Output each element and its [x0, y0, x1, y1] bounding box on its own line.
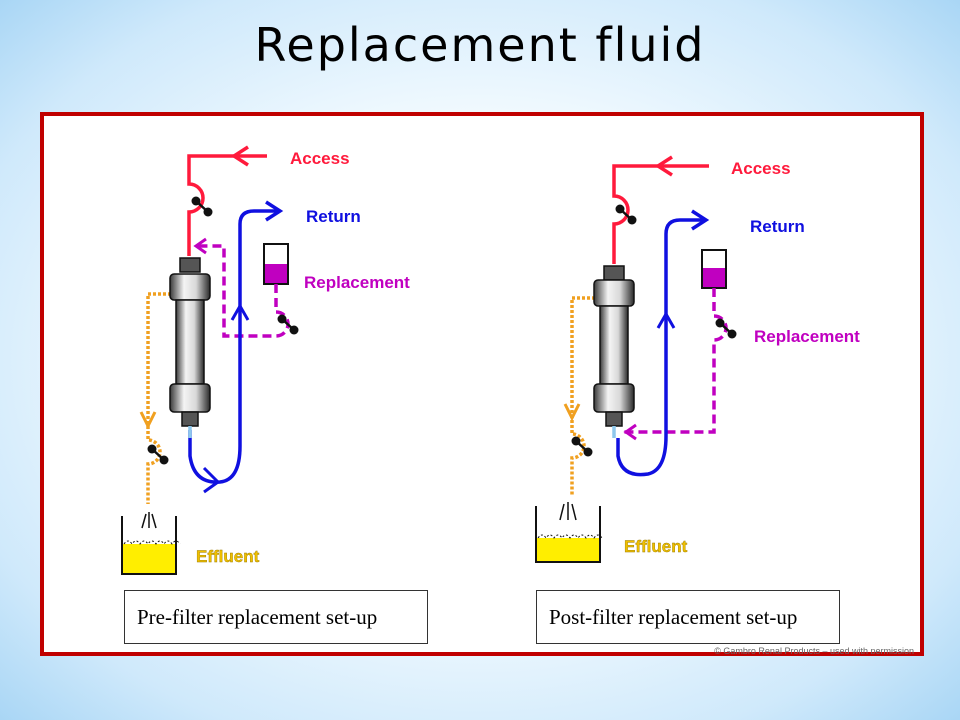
post-return-up-arrow — [656, 310, 676, 329]
post-replacement-arrow — [623, 423, 637, 441]
post-access-label: Access — [731, 159, 791, 178]
slide-title: Replacement fluid — [254, 18, 706, 72]
pre-effluent-label: Effluent — [196, 547, 260, 566]
post-return-arrow — [691, 209, 710, 231]
post-replacement-label: Replacement — [754, 327, 860, 346]
pre-access-line — [187, 154, 267, 256]
crrt-diagram: Access Replacement Return — [121, 145, 860, 575]
pre-effluent-container-icon — [121, 512, 181, 575]
pre-replacement-arrow — [193, 237, 207, 255]
post-filter-caption-text: Post-filter replacement set-up — [549, 604, 798, 629]
post-replacement-line — [624, 288, 728, 434]
post-replacement-pump-icon — [715, 318, 737, 339]
post-effluent-arrow — [563, 403, 581, 422]
pre-return-arrow — [265, 200, 284, 222]
pre-filter-caption: Pre-filter replacement set-up — [124, 590, 428, 644]
diagram-panel: Access Replacement Return — [40, 112, 924, 656]
pre-replacement-label: Replacement — [304, 273, 410, 292]
pre-filter-diagram: Access Replacement Return — [121, 145, 410, 575]
pre-filter-cartridge-icon — [169, 257, 211, 438]
copyright-note: © Gambro Renal Products – used with perm… — [714, 646, 914, 654]
post-effluent-line — [570, 296, 600, 496]
pre-effluent-pump-icon — [147, 444, 169, 465]
post-replacement-bag-icon — [701, 249, 727, 289]
post-effluent-label: Effluent — [624, 537, 688, 556]
pre-return-label: Return — [306, 207, 361, 226]
pre-return-up-arrow — [230, 302, 250, 321]
post-filter-cartridge-icon — [593, 265, 635, 438]
pre-access-arrow — [230, 145, 249, 167]
pre-access-label: Access — [290, 149, 350, 168]
pre-replacement-bag-icon — [263, 243, 289, 285]
pre-return-bottom-arrow — [202, 466, 221, 494]
pre-return-line — [188, 209, 280, 484]
post-filter-diagram: Access Replacement Return — [535, 155, 860, 563]
pre-effluent-arrow — [139, 411, 157, 430]
post-access-line — [612, 164, 709, 264]
pre-access-pump-icon — [191, 196, 213, 217]
post-access-arrow — [654, 155, 673, 177]
pre-replacement-line — [194, 244, 290, 338]
post-access-pump-icon — [615, 204, 637, 225]
pre-filter-caption-text: Pre-filter replacement set-up — [137, 604, 378, 629]
pre-replacement-pump-icon — [277, 314, 299, 335]
post-effluent-container-icon — [535, 502, 603, 563]
pre-effluent-line — [146, 292, 176, 504]
post-return-line — [616, 218, 706, 477]
post-effluent-pump-icon — [571, 436, 593, 457]
post-return-label: Return — [750, 217, 805, 236]
post-filter-caption: Post-filter replacement set-up — [536, 590, 840, 644]
